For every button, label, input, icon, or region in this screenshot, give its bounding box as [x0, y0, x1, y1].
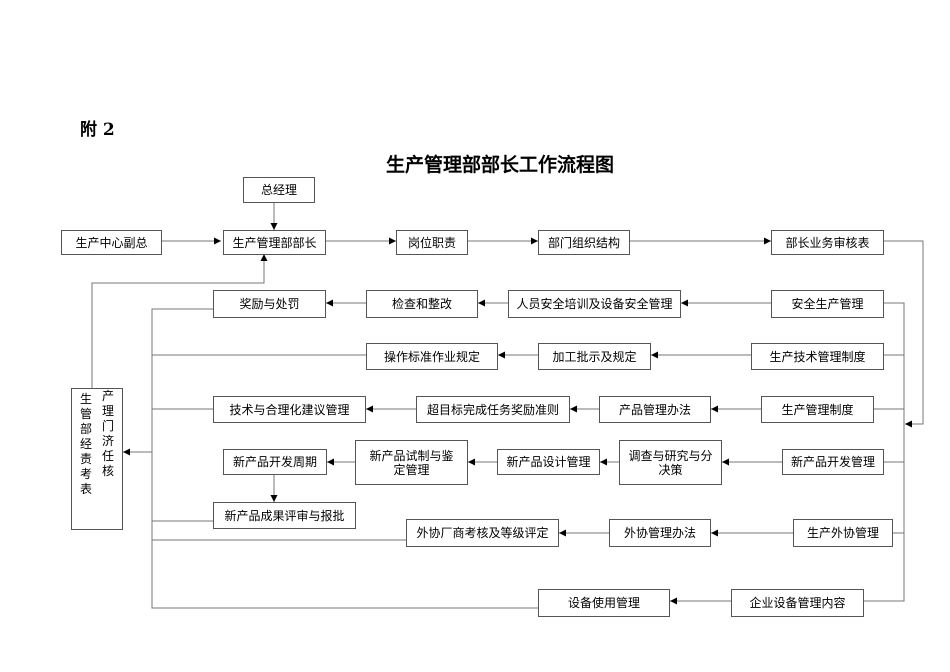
node-prod-dept-head: 生产管理部部长 — [223, 230, 326, 255]
node-inspect-rectify: 检查和整改 — [366, 290, 478, 318]
node-outsource-method: 外协管理办法 — [609, 519, 711, 547]
node-dept-org: 部门组织结构 — [538, 230, 630, 255]
node-prod-outsource: 生产外协管理 — [793, 519, 893, 547]
node-safety-mgmt: 安全生产管理 — [771, 290, 884, 318]
node-outsource-eval: 外协厂商考核及等级评定 — [406, 519, 559, 547]
node-new-dev-mgmt: 新产品开发管理 — [782, 449, 884, 475]
node-reward-punish: 奖励与处罚 — [213, 290, 326, 318]
node-over-target-reward: 超目标完成任务奖励准则 — [416, 396, 570, 423]
node-job-duties: 岗位职责 — [396, 230, 468, 255]
node-research-decision: 调查与研究与分决策 — [619, 440, 722, 485]
node-tech-suggestion: 技术与合理化建议管理 — [213, 396, 366, 423]
left-bus — [151, 308, 538, 609]
edge-assessment-to-head — [91, 254, 268, 388]
node-equip-content: 企业设备管理内容 — [731, 589, 864, 617]
node-equip-usage: 设备使用管理 — [538, 589, 670, 617]
node-prod-tech-system: 生产技术管理制度 — [751, 343, 884, 370]
assessment-col2: 产理门济任核 — [101, 389, 114, 478]
node-new-design: 新产品设计管理 — [497, 449, 600, 475]
node-new-trial: 新产品试制与鉴定管理 — [355, 440, 468, 485]
node-prod-mgmt-system: 生产管理制度 — [761, 396, 874, 423]
edge-review-to-right-bus — [884, 240, 924, 428]
node-new-result-review: 新产品成果评审与报批 — [213, 502, 356, 529]
node-general-manager: 总经理 — [243, 177, 315, 203]
node-prod-center-vp: 生产中心副总 — [61, 230, 162, 255]
node-safety-training: 人员安全培训及设备安全管理 — [508, 290, 681, 318]
assessment-col1: 生管部经责考表 — [79, 392, 92, 496]
node-new-dev-cycle: 新产品开发周期 — [223, 449, 327, 475]
right-bus — [864, 302, 905, 602]
node-head-business-review: 部长业务审核表 — [771, 230, 884, 255]
page-title: 生产管理部部长工作流程图 — [385, 154, 614, 176]
node-product-mgmt: 产品管理办法 — [599, 396, 711, 423]
node-assessment: 生管部经责考表 产理门济任核 — [71, 388, 123, 530]
appendix-label: 附 2 — [80, 120, 115, 140]
node-op-standard: 操作标准作业规定 — [366, 343, 498, 370]
node-processing-instr: 加工批示及规定 — [538, 343, 651, 370]
